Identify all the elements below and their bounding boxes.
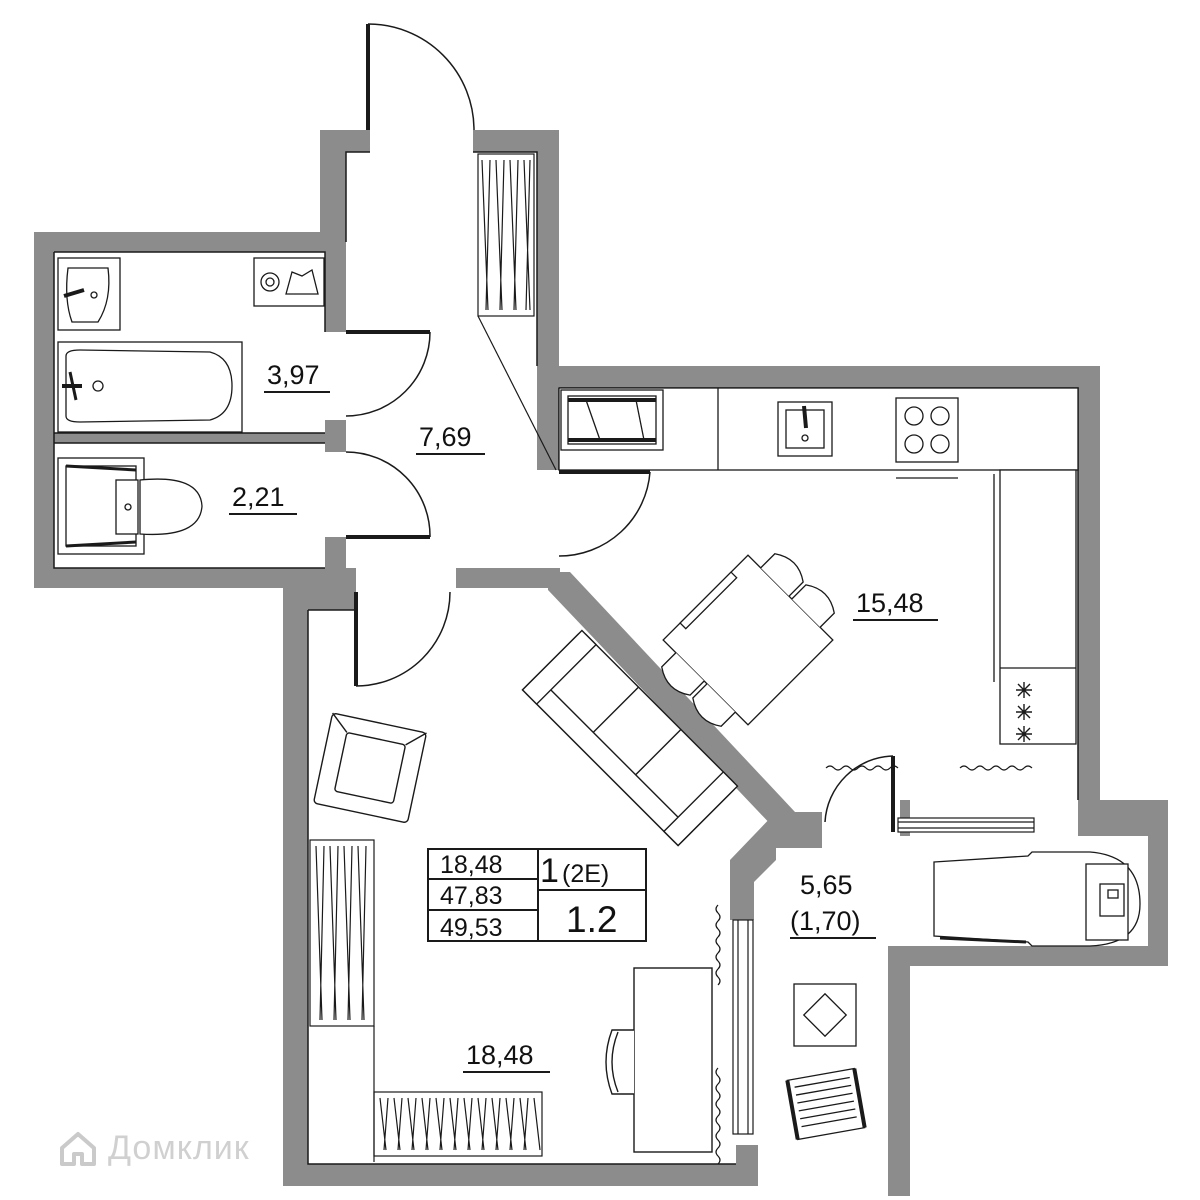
desk-chair-icon bbox=[605, 1029, 634, 1095]
hall-wardrobe bbox=[477, 153, 557, 471]
total-area-value: 47,83 bbox=[440, 882, 503, 910]
dining-chair-icon bbox=[791, 584, 835, 628]
kitchen-door bbox=[558, 470, 651, 557]
doors bbox=[345, 23, 895, 832]
dining-chair-icon bbox=[661, 652, 705, 696]
living-wardrobe-left bbox=[309, 839, 375, 1162]
kitchen-curtain-right bbox=[959, 765, 1033, 771]
rooms-type-value: (2E) bbox=[562, 860, 609, 888]
dining-chair-icon bbox=[760, 553, 804, 597]
living-window bbox=[732, 919, 754, 1135]
summary-table: 18,48 47,83 49,53 1 (2E) 1.2 bbox=[427, 848, 647, 942]
windows bbox=[715, 765, 1035, 1165]
living-curtain-bottom bbox=[715, 1067, 721, 1165]
sofa-icon bbox=[521, 629, 739, 847]
washing-machine-icon bbox=[253, 257, 325, 307]
watermark: Домклик bbox=[56, 1126, 250, 1170]
balcony-furniture bbox=[785, 851, 1141, 1141]
living-room-door bbox=[354, 591, 451, 687]
cooktop-icon bbox=[895, 397, 959, 479]
wardrobes bbox=[309, 153, 557, 1162]
toilet-door bbox=[345, 451, 431, 539]
hallway-area-label: 7,69 bbox=[419, 422, 472, 452]
kitchen-fixtures bbox=[558, 387, 1079, 745]
armchair-icon bbox=[313, 712, 427, 823]
kitchen-window bbox=[897, 817, 1035, 833]
range-hood-icon bbox=[1016, 682, 1032, 742]
toilet-icon bbox=[57, 457, 203, 555]
desk-icon bbox=[633, 967, 713, 1153]
folding-chair-icon bbox=[785, 1067, 867, 1141]
kitchen-sink-icon bbox=[777, 401, 833, 457]
room-labels: 3,97 2,21 7,69 15,48 18,48 5,65 (1,70) bbox=[229, 360, 938, 1073]
plan-code-value: 1.2 bbox=[566, 899, 617, 940]
bathroom-door bbox=[345, 330, 431, 417]
living-wardrobe-bottom bbox=[373, 1091, 543, 1157]
bathroom-fixtures bbox=[57, 257, 325, 555]
walls bbox=[34, 130, 1168, 1196]
lounge-chair-icon bbox=[933, 851, 1141, 947]
living-area-value: 18,48 bbox=[440, 851, 503, 879]
watermark-text: Домклик bbox=[108, 1128, 250, 1167]
balcony-area-label: 5,65 bbox=[800, 870, 853, 900]
balcony-door bbox=[824, 755, 895, 832]
entrance-door bbox=[366, 23, 475, 131]
desk-set bbox=[605, 967, 713, 1153]
total-with-balcony-value: 49,53 bbox=[440, 914, 503, 942]
toilet-area-label: 2,21 bbox=[232, 482, 285, 512]
living-curtain-top bbox=[715, 904, 721, 986]
dining-set bbox=[661, 553, 835, 727]
balcony-reduced-area-label: (1,70) bbox=[790, 906, 861, 936]
house-logo-icon bbox=[60, 1132, 96, 1166]
washbasin-icon bbox=[57, 257, 121, 331]
kitchen-tall-cabinet bbox=[993, 469, 1077, 745]
kitchen-area-label: 15,48 bbox=[856, 588, 924, 618]
living-area-label: 18,48 bbox=[466, 1040, 534, 1070]
bathtub-icon bbox=[57, 341, 243, 433]
side-table-icon bbox=[793, 983, 857, 1047]
kitchen-curtain-left bbox=[825, 765, 899, 771]
rooms-count-value: 1 bbox=[540, 852, 559, 890]
bathroom-area-label: 3,97 bbox=[267, 360, 320, 390]
dining-chair-icon bbox=[692, 683, 736, 727]
